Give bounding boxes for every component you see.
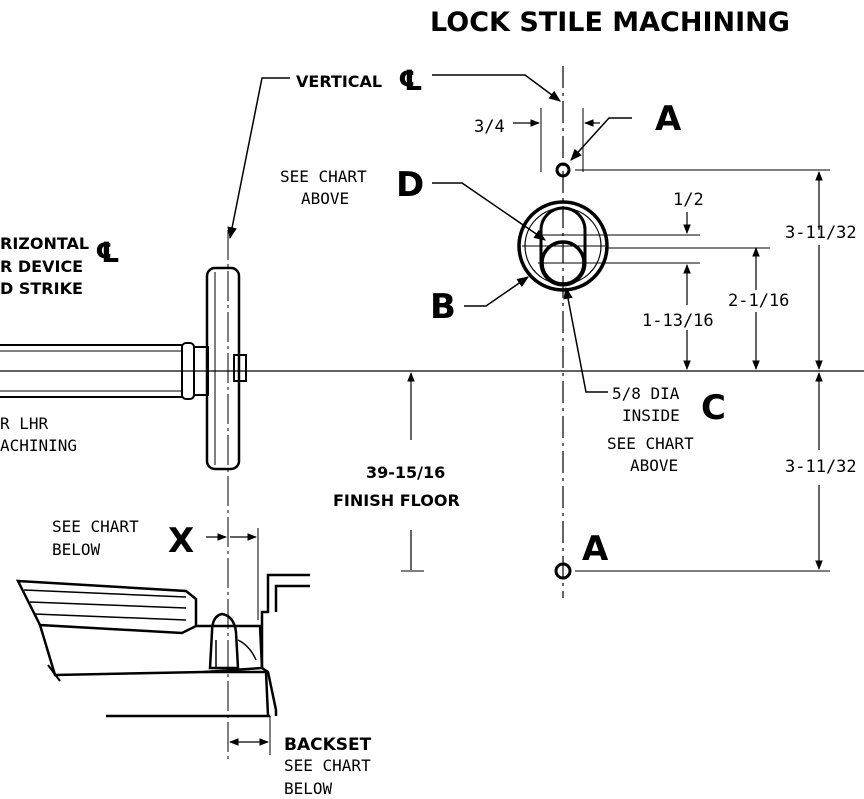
dim-3-4: 3/4 [474, 117, 505, 137]
dia-text-line2: INSIDE [622, 406, 680, 425]
finish-floor-label: FINISH FLOOR [333, 491, 460, 510]
horizontal-cl-line1: RIZONTAL [0, 234, 89, 253]
dim-1-13-16: 1-13/16 [642, 311, 714, 331]
see-chart-below-backset-line2: BELOW [284, 779, 333, 798]
dim-3-11-32-bottom: 3-11/32 [785, 457, 857, 477]
dim-2-1-16: 2-1/16 [728, 291, 789, 311]
see-chart-above-c-line2: ABOVE [630, 456, 678, 475]
see-chart-below-backset-line1: SEE CHART [284, 756, 371, 775]
horizontal-cl-line3: D STRIKE [0, 279, 83, 298]
drawing-title: LOCK STILE MACHINING [430, 7, 790, 38]
label-x: X [168, 521, 194, 561]
backset-label: BACKSET [284, 735, 372, 755]
dim-39-15-16: 39-15/16 [366, 463, 445, 482]
label-a-bottom: A [582, 529, 609, 569]
vertical-cl-label: VERTICAL [296, 72, 382, 91]
rhr-lhr-line2: ACHINING [0, 436, 77, 455]
see-chart-above-d-line2: ABOVE [301, 189, 349, 208]
label-d: D [396, 165, 424, 205]
label-b: B [430, 287, 456, 327]
cylinder-hole-b [517, 200, 609, 292]
dim-3-11-32-top: 3-11/32 [785, 223, 857, 243]
horizontal-cl-line2: R DEVICE [0, 257, 83, 276]
see-chart-below-x-line1: SEE CHART [52, 517, 139, 536]
device-housing [205, 266, 241, 471]
rhr-lhr-line1: R LHR [0, 414, 49, 433]
vertical-cl-leader-right [432, 74, 561, 102]
door-frame-section [15, 573, 310, 755]
top-hole-a [555, 162, 571, 178]
see-chart-above-c-line1: SEE CHART [607, 434, 694, 453]
bottom-hole-a [554, 562, 572, 580]
dim-1-2: 1/2 [673, 190, 704, 210]
label-a-top: A [655, 99, 682, 139]
see-chart-below-x-line2: BELOW [52, 540, 101, 559]
vertical-cl-leader-left [227, 77, 290, 240]
label-c: C [701, 388, 726, 428]
vertical-cl-symbol: ℄ [398, 64, 423, 97]
see-chart-above-d-line1: SEE CHART [280, 167, 367, 186]
dia-text-line1: 5/8 DIA [612, 384, 680, 403]
horizontal-cl-symbol: ℄ [95, 236, 120, 269]
